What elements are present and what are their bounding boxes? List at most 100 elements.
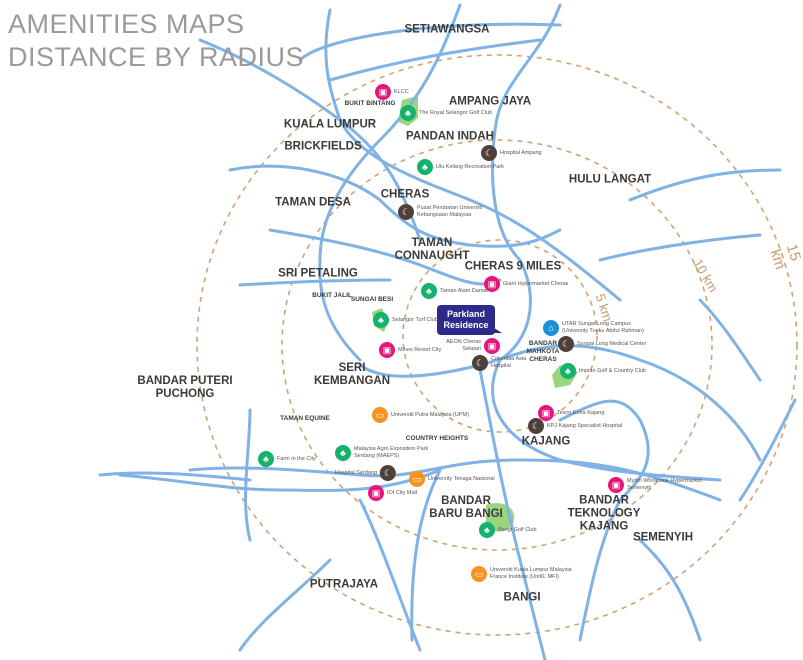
mall-icon: ▣ (368, 485, 384, 501)
area-label: BANDAR PUTERI PUCHONG (137, 375, 233, 400)
area-label: BANGI (503, 591, 541, 604)
mall-icon: ▣ (375, 84, 391, 100)
poi-label: Bangi Golf Club (498, 526, 537, 533)
area-label: BANDAR TEKNOLOGY KAJANG (567, 494, 641, 533)
hospital-icon: ☾ (398, 204, 414, 220)
poi-label: Selangor Turf Club (392, 316, 438, 323)
poi-mall[interactable]: ▣Mines Resort City (379, 342, 441, 358)
poi-mall[interactable]: ▣KLCC (375, 84, 409, 100)
education-icon: ▭ (372, 407, 388, 423)
hospital-icon: ☾ (380, 465, 396, 481)
area-label: TAMAN EQUINE (280, 415, 330, 422)
park-icon: ♣ (560, 363, 576, 379)
education-icon: ▭ (471, 566, 487, 582)
poi-hospital[interactable]: ☾Hospital Serdang (335, 465, 396, 481)
park-icon: ♣ (373, 312, 389, 328)
poi-park[interactable]: ♣Bangi Golf Club (479, 522, 537, 538)
poi-mall[interactable]: ▣AEON Cheras Selatan (441, 338, 500, 354)
area-label: BANDAR MAHKOTA CHERAS (526, 340, 560, 363)
park-icon: ♣ (421, 283, 437, 299)
area-label: BRICKFIELDS (284, 140, 362, 153)
mall-icon: ▣ (608, 477, 624, 493)
university-icon: ⌂ (543, 320, 559, 336)
poi-education[interactable]: ▭University Tenaga Nasional (409, 471, 495, 487)
poi-label: Hospital Ampang (500, 149, 542, 156)
poi-education[interactable]: ▭Universiti Putra Malaysia (UPM) (372, 407, 469, 423)
poi-park[interactable]: ♣Ulu Kelang Recreation Park (417, 159, 504, 175)
area-label: SUNGAI BESI (350, 296, 394, 303)
area-label: COUNTRY HEIGHTS (405, 435, 469, 442)
area-label: BUKIT JALIL (312, 292, 352, 299)
poi-label: University Tenaga Nasional (428, 475, 495, 482)
area-label: TAMAN DESA (275, 196, 351, 209)
poi-label: UTAR Sungai Long Campus (University Tunk… (562, 321, 644, 334)
marker-label: Parkland Residence (443, 309, 489, 330)
ring-15km (196, 54, 798, 636)
poi-hospital[interactable]: ☾Hospital Ampang (481, 145, 542, 161)
poi-hospital[interactable]: ☾KPJ Kajang Specialist Hospital (528, 418, 622, 434)
mall-icon: ▣ (484, 276, 500, 292)
area-label: BANDAR BARU BANGI (429, 495, 503, 520)
poi-label: KLCC (394, 88, 409, 95)
poi-hospital[interactable]: ☾Sungai Long Medical Center (558, 336, 646, 352)
poi-university[interactable]: ⌂UTAR Sungai Long Campus (University Tun… (543, 320, 652, 336)
poi-park[interactable]: ♣Taman Alam Damai (421, 283, 488, 299)
poi-label: The Royal Selangor Golf Club (419, 109, 493, 116)
poi-park[interactable]: ♣Selangor Turf Club (373, 312, 438, 328)
poi-label: IOI City Mall (387, 489, 417, 496)
poi-label: Giant Hypermarket Cheras (503, 280, 569, 287)
poi-mall[interactable]: ▣IOI City Mall (368, 485, 417, 501)
education-icon: ▭ (409, 471, 425, 487)
poi-mall[interactable]: ▣Giant Hypermarket Cheras (484, 276, 568, 292)
hospital-icon: ☾ (528, 418, 544, 434)
poi-mall[interactable]: ▣Tesco Extra Kajang (538, 405, 604, 421)
poi-education[interactable]: ▭Universiti Kuala Lumpur Malaysia France… (471, 566, 580, 582)
park-icon: ♣ (258, 451, 274, 467)
parkland-residence-marker[interactable]: Parkland Residence (437, 305, 502, 335)
area-label: BUKIT BINTANG (344, 100, 396, 107)
radius-rings (196, 54, 798, 636)
mall-icon: ▣ (379, 342, 395, 358)
poi-label: Universiti Putra Malaysia (UPM) (391, 411, 469, 418)
area-label: SETIAWANGSA (404, 23, 490, 36)
area-label: SEMENYIH (632, 531, 694, 544)
poi-label: Tesco Extra Kajang (557, 409, 605, 416)
poi-mall[interactable]: ▣Mydin Wholesale Hypermarket Semenyih (608, 477, 717, 493)
poi-label: Impian Golf & Country Club (579, 367, 646, 374)
poi-park[interactable]: ♣The Royal Selangor Golf Club (400, 105, 492, 121)
poi-label: Farm in the City (277, 455, 316, 462)
poi-park[interactable]: ♣Impian Golf & Country Club (560, 363, 646, 379)
poi-label: Universiti Kuala Lumpur Malaysia France … (490, 567, 572, 580)
park-icon: ♣ (479, 522, 495, 538)
poi-hospital[interactable]: ☾Pusat Perubatan Universiti Kebangsaan M… (398, 204, 507, 220)
area-label: KUALA LUMPUR (283, 118, 377, 131)
hospital-icon: ☾ (558, 336, 574, 352)
mall-icon: ▣ (484, 338, 500, 354)
area-label: PUTRAJAYA (309, 578, 379, 591)
title-line-1: AMENITIES MAPS (8, 9, 245, 39)
area-label: PANDAN INDAH (406, 130, 494, 143)
poi-park[interactable]: ♣Farm in the City (258, 451, 316, 467)
park-icon: ♣ (335, 445, 351, 461)
area-label: TAMAN CONNAUGHT (394, 237, 470, 262)
poi-label: Columbia Asia Hospital (491, 356, 527, 369)
poi-hospital[interactable]: ☾Columbia Asia Hospital (472, 355, 527, 371)
poi-label: Taman Alam Damai (440, 287, 488, 294)
poi-park[interactable]: ♣Malaysia Agro Exposition Park Serdang (… (335, 445, 444, 461)
ring-5km (402, 239, 598, 433)
area-label: KAJANG (521, 435, 571, 448)
title-line-2: DISTANCE BY RADIUS (8, 42, 305, 72)
area-label: AMPANG JAYA (448, 95, 532, 108)
area-label: CHERAS 9 MILES (464, 260, 562, 273)
hospital-icon: ☾ (481, 145, 497, 161)
area-label: SERI KEMBANGAN (313, 362, 391, 387)
poi-label: KPJ Kajang Specialist Hospital (547, 422, 623, 429)
poi-label: Pusat Perubatan Universiti Kebangsaan Ma… (417, 205, 483, 218)
roads (98, 3, 797, 660)
park-icon: ♣ (417, 159, 433, 175)
ring-10km (281, 139, 713, 551)
poi-label: Sungai Long Medical Center (577, 340, 647, 347)
hospital-icon: ☾ (472, 355, 488, 371)
